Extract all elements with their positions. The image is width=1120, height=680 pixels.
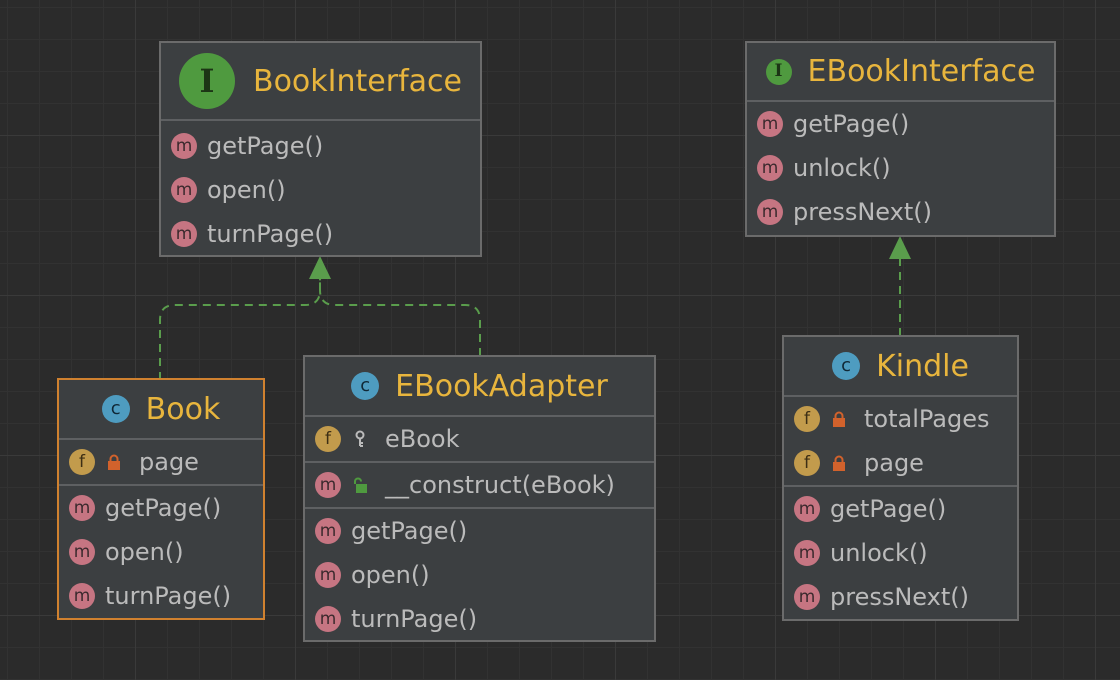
method-item[interactable]: m pressNext() xyxy=(784,575,1017,619)
method-item[interactable]: m getPage() xyxy=(161,124,480,168)
ebookadapter-implements-connector[interactable] xyxy=(319,278,481,356)
method-icon: m xyxy=(757,155,783,181)
field-item[interactable]: f page xyxy=(784,441,1017,485)
method-name: open() xyxy=(105,538,184,566)
ebookadapter-box[interactable]: c EBookAdapter f eBook m __construct(eBo… xyxy=(303,355,656,642)
interface-icon: I xyxy=(179,53,235,109)
field-name: totalPages xyxy=(864,405,990,433)
method-item[interactable]: m turnPage() xyxy=(305,597,654,641)
method-name: unlock() xyxy=(793,154,891,182)
method-icon: m xyxy=(315,472,341,498)
kindle-header: c Kindle xyxy=(784,337,1017,397)
method-name: pressNext() xyxy=(793,198,932,226)
field-item[interactable]: f totalPages xyxy=(784,397,1017,441)
method-name: getPage() xyxy=(207,132,324,160)
method-name: getPage() xyxy=(793,110,910,138)
method-icon: m xyxy=(757,199,783,225)
method-name: turnPage() xyxy=(351,605,478,633)
method-item[interactable]: m open() xyxy=(161,168,480,212)
method-name: open() xyxy=(351,561,430,589)
field-item[interactable]: f page xyxy=(59,440,263,484)
implements-arrowhead-ebookinterface xyxy=(889,236,911,259)
method-item[interactable]: m getPage() xyxy=(305,509,654,553)
method-item[interactable]: m getPage() xyxy=(747,102,1054,146)
kindle-methods: m getPage() m unlock() m pressNext() xyxy=(784,487,1017,619)
method-item[interactable]: m pressNext() xyxy=(747,190,1054,234)
method-icon: m xyxy=(315,606,341,632)
ebookadapter-fields: f eBook xyxy=(305,417,654,463)
method-item[interactable]: m getPage() xyxy=(784,487,1017,531)
book-title: Book xyxy=(145,391,221,427)
method-icon: m xyxy=(757,111,783,137)
field-icon: f xyxy=(69,449,95,475)
book-fields: f page xyxy=(59,440,263,486)
method-icon: m xyxy=(315,562,341,588)
method-name: unlock() xyxy=(830,539,928,567)
class-icon: c xyxy=(351,372,380,400)
method-name: getPage() xyxy=(105,494,222,522)
constructor-item[interactable]: m __construct(eBook) xyxy=(305,463,654,507)
ebookadapter-constructor: m __construct(eBook) xyxy=(305,463,654,509)
class-icon: c xyxy=(101,395,130,423)
method-name: getPage() xyxy=(830,495,947,523)
public-unlock-icon xyxy=(351,475,369,495)
protected-key-icon xyxy=(351,429,369,449)
ebookinterface-header: I EBookInterface xyxy=(747,43,1054,102)
method-icon: m xyxy=(69,583,95,609)
book-methods: m getPage() m open() m turnPage() xyxy=(59,486,263,618)
field-icon: f xyxy=(794,406,820,432)
bookinterface-methods: m getPage() m open() m turnPage() xyxy=(161,121,480,256)
ebookinterface-title: EBookInterface xyxy=(807,54,1036,89)
method-item[interactable]: m turnPage() xyxy=(161,212,480,256)
method-item[interactable]: m unlock() xyxy=(747,146,1054,190)
method-icon: m xyxy=(171,221,197,247)
field-name: eBook xyxy=(385,425,460,453)
method-name: getPage() xyxy=(351,517,468,545)
ebookadapter-methods: m getPage() m open() m turnPage() xyxy=(305,509,654,641)
class-icon: c xyxy=(832,352,861,380)
book-implements-connector[interactable] xyxy=(159,278,321,380)
bookinterface-header: I BookInterface xyxy=(161,43,480,121)
field-name: page xyxy=(139,448,199,476)
bookinterface-title: BookInterface xyxy=(253,63,462,99)
kindle-box[interactable]: c Kindle f totalPages f page m getPage() … xyxy=(782,335,1019,621)
method-name: turnPage() xyxy=(207,220,334,248)
method-icon: m xyxy=(315,518,341,544)
method-icon: m xyxy=(69,539,95,565)
constructor-name: __construct(eBook) xyxy=(385,471,615,499)
method-item[interactable]: m turnPage() xyxy=(59,574,263,618)
private-lock-icon xyxy=(830,453,848,473)
kindle-title: Kindle xyxy=(876,348,969,384)
field-item[interactable]: f eBook xyxy=(305,417,654,461)
ebookinterface-methods: m getPage() m unlock() m pressNext() xyxy=(747,102,1054,234)
private-lock-icon xyxy=(830,409,848,429)
method-name: open() xyxy=(207,176,286,204)
method-icon: m xyxy=(69,495,95,521)
method-icon: m xyxy=(794,540,820,566)
method-icon: m xyxy=(794,496,820,522)
method-icon: m xyxy=(794,584,820,610)
field-icon: f xyxy=(315,426,341,452)
method-icon: m xyxy=(171,133,197,159)
method-item[interactable]: m open() xyxy=(305,553,654,597)
method-item[interactable]: m unlock() xyxy=(784,531,1017,575)
field-name: page xyxy=(864,449,924,477)
implements-arrowhead-bookinterface xyxy=(309,256,331,279)
private-lock-icon xyxy=(105,452,123,472)
ebookadapter-title: EBookAdapter xyxy=(395,368,608,404)
interface-icon: I xyxy=(765,58,792,85)
method-item[interactable]: m getPage() xyxy=(59,486,263,530)
book-header: c Book xyxy=(59,380,263,440)
field-icon: f xyxy=(794,450,820,476)
method-icon: m xyxy=(171,177,197,203)
kindle-fields: f totalPages f page xyxy=(784,397,1017,487)
method-item[interactable]: m open() xyxy=(59,530,263,574)
ebookadapter-header: c EBookAdapter xyxy=(305,357,654,417)
method-name: pressNext() xyxy=(830,583,969,611)
method-name: turnPage() xyxy=(105,582,232,610)
